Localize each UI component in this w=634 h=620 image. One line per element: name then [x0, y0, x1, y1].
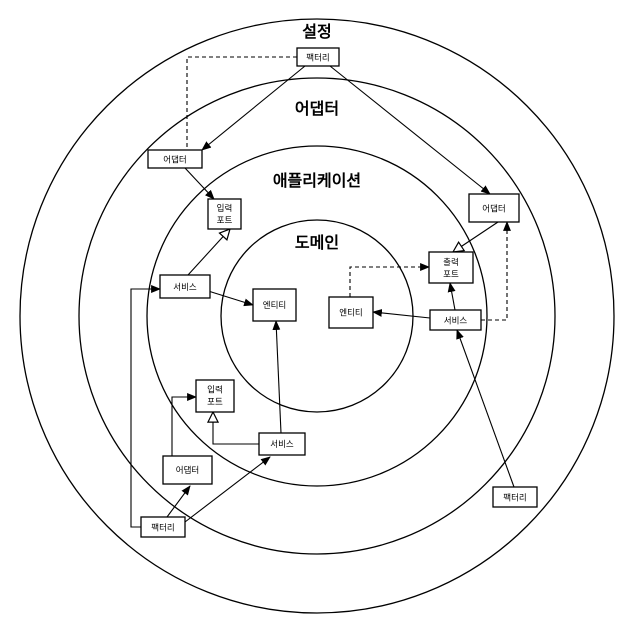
input-port-top-label-line2: 포트 — [217, 216, 233, 226]
service-left-node: 서비스 — [159, 274, 211, 299]
edge-entity-right-to-output-port-dashed — [349, 263, 430, 297]
edge-service-right-to-output-port — [447, 282, 456, 311]
edge-service-right-to-entity-right — [372, 308, 431, 319]
edge-factory-top-to-adapter-left — [201, 65, 306, 151]
adapter-right-label: 어댑터 — [482, 204, 505, 215]
adapter-left-node: 어댑터 — [147, 149, 203, 169]
input-port-top-node: 입력 포트 — [207, 198, 242, 230]
entity-center-node: 엔티티 — [252, 288, 297, 322]
adapter-right-node: 어댑터 — [468, 193, 520, 223]
output-port-label-line1: 출력 — [443, 257, 459, 268]
service-bottom-node: 서비스 — [258, 432, 306, 456]
edge-adapter-left-to-input-port — [184, 167, 215, 200]
entity-right-label: 엔티티 — [339, 308, 362, 319]
factory-bottom-label: 팩터리 — [151, 523, 174, 534]
service-left-label: 서비스 — [173, 283, 197, 293]
application-ring — [146, 145, 488, 487]
adapter-left-label: 어댑터 — [163, 155, 186, 166]
output-port-node: 출력 포트 — [428, 251, 474, 284]
input-port-bottom-label-line2: 포트 — [207, 398, 223, 408]
edge-factory-top-to-adapter-left-dashed — [186, 56, 297, 150]
edge-service-right-to-adapter-right-dashed — [481, 221, 511, 321]
edge-factory-right-to-service-right — [456, 329, 515, 488]
application-ring-label: 애플리케이션 — [273, 171, 361, 190]
factory-top-label: 팩터리 — [306, 53, 329, 64]
edge-factory-top-to-adapter-right — [329, 65, 491, 195]
adapter-ring-label: 어댑터 — [295, 99, 339, 118]
input-port-bottom-node: 입력 포트 — [195, 379, 235, 413]
output-port-label-line2: 포트 — [443, 270, 459, 280]
edge-service-bottom-to-entity — [272, 320, 282, 434]
domain-ring-label: 도메인 — [295, 233, 339, 252]
factory-top-node: 팩터리 — [296, 47, 340, 67]
input-port-bottom-label-line1: 입력 — [207, 385, 223, 396]
edge-factory-bottom-to-service-bottom — [184, 456, 271, 523]
service-right-node: 서비스 — [429, 309, 482, 331]
edge-factory-bottom-to-service-left — [130, 285, 161, 528]
entity-right-node: 엔티티 — [328, 296, 374, 329]
service-right-label: 서비스 — [444, 317, 468, 327]
configuration-ring-label: 설정 — [302, 22, 331, 41]
factory-right-label: 팩터리 — [503, 493, 526, 504]
edge-adapter-right-implements-output-port — [453, 221, 499, 252]
configuration-ring — [19, 18, 615, 614]
edge-service-bottom-implements-input-port — [213, 412, 259, 445]
factory-right-node: 팩터리 — [492, 486, 538, 508]
edge-service-left-to-entity — [204, 289, 254, 307]
service-bottom-label: 서비스 — [270, 440, 294, 450]
input-port-top-label-line1: 입력 — [217, 203, 233, 214]
edge-service-left-implements-input-port — [187, 229, 230, 276]
adapter-ring — [78, 77, 556, 555]
adapter-bottom-label: 어댑터 — [176, 465, 199, 476]
edge-adapter-bottom-to-input-port — [171, 393, 197, 456]
adapter-bottom-node: 어댑터 — [162, 455, 213, 485]
entity-center-label: 엔티티 — [263, 300, 286, 311]
edge-factory-bottom-to-adapter-bottom — [166, 485, 191, 518]
factory-bottom-node: 팩터리 — [140, 516, 186, 538]
